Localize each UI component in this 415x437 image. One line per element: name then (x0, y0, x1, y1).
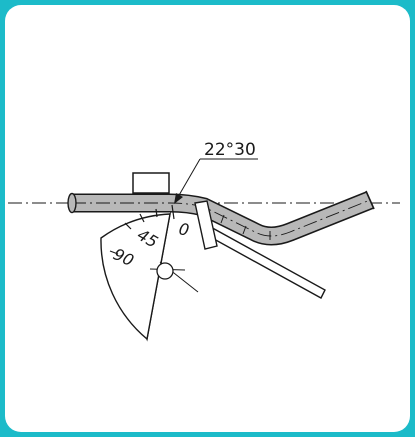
angle-leader-arrow (174, 193, 183, 204)
scale-tick-90 (109, 250, 119, 255)
bending-lever-plate (194, 200, 218, 250)
pivot-point (149, 261, 199, 293)
pipe-tick-2 (242, 225, 247, 235)
pivot-circle (156, 262, 174, 280)
angle-annotation: 22°30 (174, 140, 258, 204)
pipe-tick-1 (220, 214, 225, 224)
angle-label: 22°30 (204, 140, 256, 160)
protractor-scale (109, 204, 175, 255)
pipe-bending-diagram: 0 45 90 22°30 (8, 140, 400, 342)
pipe-right-end (365, 190, 375, 210)
scale-label-0: 0 (177, 219, 190, 239)
pipe-left-end (67, 192, 77, 214)
scale-tick-67 (124, 222, 132, 230)
pipe-center-line (72, 199, 371, 237)
scale-tick-0 (171, 204, 175, 220)
scale-tick-22 (155, 208, 158, 218)
clamp-block (132, 172, 170, 194)
bent-pipe (67, 190, 375, 246)
angle-leader-line (177, 158, 201, 198)
diagram-card: 0 45 90 22°30 (5, 5, 410, 432)
scale-tick-45 (139, 213, 145, 223)
protractor-outline (100, 213, 171, 341)
